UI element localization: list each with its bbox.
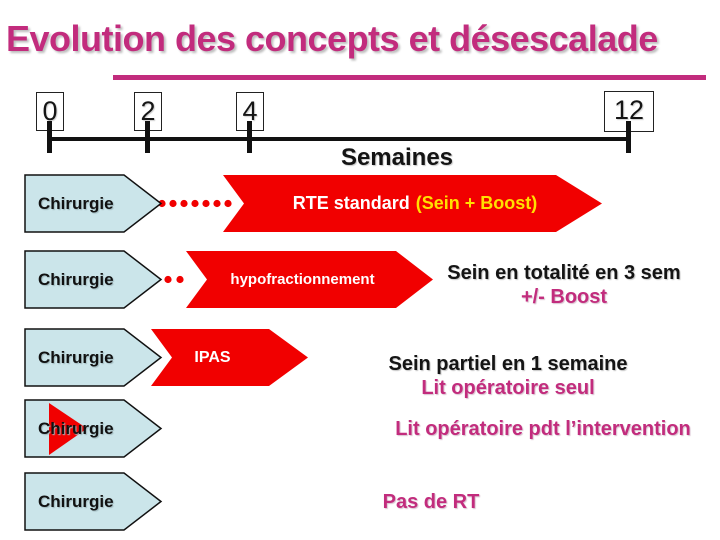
axis-tick-2 xyxy=(145,121,150,153)
week-box-4: 4 xyxy=(236,92,264,131)
chirurgie-label-row5: Chirurgie xyxy=(38,492,114,511)
chirurgie-shape-row1 xyxy=(24,174,163,233)
note-row4-accent: Lit opératoire pdt l’intervention xyxy=(395,418,691,440)
note-row2-accent: +/- Boost xyxy=(520,286,608,308)
chirurgie-label-row2: Chirurgie xyxy=(38,270,114,289)
note-row5-accent: Pas de RT xyxy=(382,491,480,513)
note-row5: Pas de RT xyxy=(377,490,485,514)
axis-tick-4 xyxy=(247,121,252,153)
rte-standard-arrow-shape xyxy=(223,175,602,232)
rte-standard-label: RTE standard xyxy=(292,193,410,213)
chirurgie-label-row3: Chirurgie xyxy=(38,348,114,367)
sein-boost-label: (Sein + Boost) xyxy=(415,193,538,213)
title-underline xyxy=(113,75,706,80)
chirurgie-shape-row3 xyxy=(24,328,163,387)
hypofractionnement-arrow-shape xyxy=(186,251,433,308)
note-row3: Sein partiel en 1 semaine Lit opératoire… xyxy=(378,352,638,400)
ipas-arrow-shape xyxy=(151,329,308,386)
note-row4: Lit opératoire pdt l’intervention xyxy=(375,417,711,441)
axis-tick-12 xyxy=(626,121,631,153)
dotted-connector-row1 xyxy=(158,199,232,208)
week-label-0: 0 xyxy=(42,96,58,126)
note-row3-accent: Lit opératoire seul xyxy=(421,377,595,399)
chirurgie-label-row1: Chirurgie xyxy=(38,194,114,213)
hypofractionnement-arrow-text: hypofractionnement xyxy=(230,271,375,288)
chirurgie-shape-row2 xyxy=(24,250,163,309)
note-row3-main: Sein partiel en 1 semaine xyxy=(388,353,628,375)
note-row2: Sein en totalité en 3 sem +/- Boost xyxy=(433,261,695,309)
intraoperative-rt-triangle-icon xyxy=(49,403,87,455)
week-label-2: 2 xyxy=(140,96,156,126)
axis-tick-0 xyxy=(47,121,52,153)
dotted-connector-row2 xyxy=(164,275,184,284)
rte-standard-arrow-text: RTE standard(Sein + Boost) xyxy=(250,175,580,232)
timeline-axis xyxy=(47,137,631,141)
chirurgie-shape-row5 xyxy=(24,472,163,531)
ipas-arrow-text: IPAS xyxy=(194,349,231,366)
chirurgie-label-row4: Chirurgie xyxy=(38,419,114,438)
slide-title: Evolution des concepts et désescalade xyxy=(6,18,658,59)
week-label-4: 4 xyxy=(242,96,258,126)
note-row2-main: Sein en totalité en 3 sem xyxy=(447,262,681,284)
week-label-12: 12 xyxy=(613,95,645,125)
axis-label: Semaines xyxy=(340,144,454,171)
